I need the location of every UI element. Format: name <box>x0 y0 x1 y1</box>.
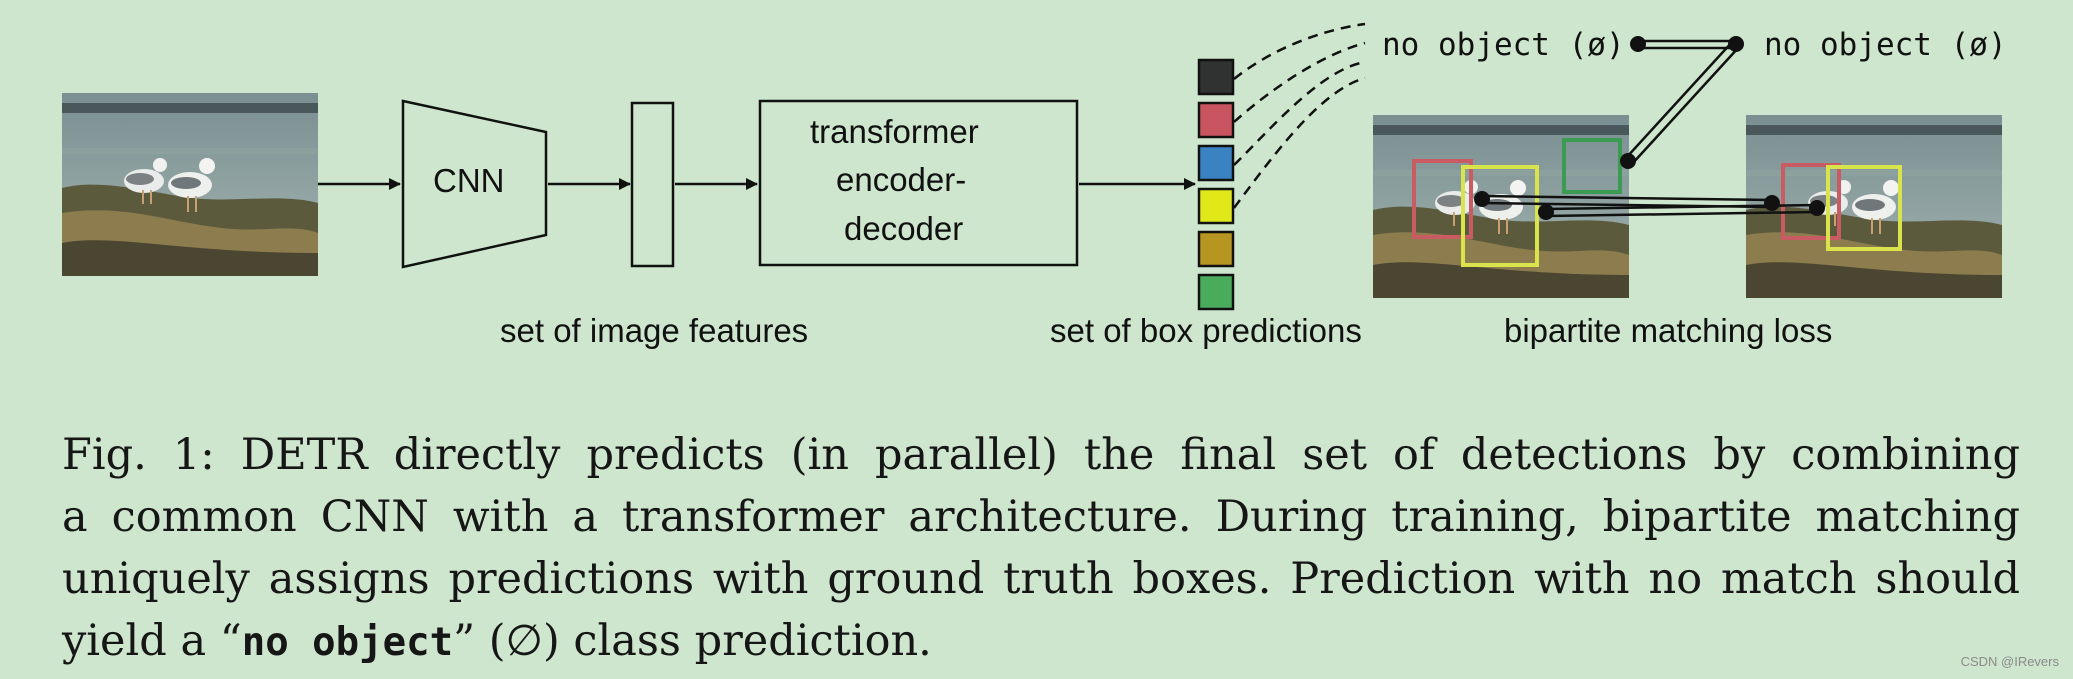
gt-box-yellow <box>1826 165 1902 251</box>
input-image <box>62 93 318 276</box>
figure-caption: Fig. 1: DETR directly predicts (in paral… <box>62 424 2020 674</box>
predicted-box-green <box>1562 138 1622 194</box>
cnn-trapezoid <box>401 99 548 269</box>
matching-dots <box>1474 36 1825 220</box>
caption-line-4: yield a “no object” (∅) class prediction… <box>62 610 2020 674</box>
no-object-left-label: no object (ø) <box>1382 27 1625 63</box>
predicted-box-red <box>1412 159 1473 239</box>
dashed-connector <box>1233 41 1366 123</box>
dashed-connector <box>1233 22 1366 80</box>
caption-line-4-prefix: yield a “ <box>62 616 242 666</box>
predicted-box-yellow <box>1461 165 1539 267</box>
predictions-caption: set of box predictions <box>1050 312 1362 349</box>
dashed-connector <box>1232 76 1366 209</box>
matching-link <box>1481 39 1818 218</box>
detr-diagram <box>62 22 2002 311</box>
cnn-label: CNN <box>433 162 505 199</box>
caption-line-1: Fig. 1: DETR directly predicts (in paral… <box>62 430 2020 480</box>
prediction-squares <box>1197 58 1235 311</box>
transformer-label-line-1: transformer <box>810 113 979 150</box>
prediction-square-2 <box>1197 101 1235 139</box>
prediction-square-6 <box>1197 273 1235 311</box>
caption-no-object-mono: no object <box>241 620 454 665</box>
no-object-right-label: no object (ø) <box>1764 27 2007 63</box>
ground-truth-image <box>1746 115 2002 298</box>
watermark: CSDN @IRevers <box>1960 654 2059 669</box>
prediction-square-3 <box>1197 144 1235 182</box>
caption-line-2: a common CNN with a transformer architec… <box>62 492 2020 542</box>
prediction-square-5 <box>1197 230 1235 268</box>
feature-bar <box>630 101 675 268</box>
features-caption: set of image features <box>500 312 809 349</box>
transformer-label-line-2: encoder- <box>836 161 967 198</box>
matching-caption: bipartite matching loss <box>1504 312 1833 349</box>
gt-box-red <box>1781 163 1841 240</box>
transformer-box <box>758 99 1079 267</box>
prediction-square-1 <box>1197 58 1235 96</box>
caption-line-4-suffix: ” (∅) class prediction. <box>453 616 932 666</box>
prediction-image <box>1373 115 1629 298</box>
transformer-label-line-3: decoder <box>844 210 964 247</box>
prediction-square-4 <box>1197 187 1235 225</box>
caption-line-3: uniquely assigns predictions with ground… <box>62 554 2020 604</box>
dashed-connector <box>1233 60 1366 166</box>
